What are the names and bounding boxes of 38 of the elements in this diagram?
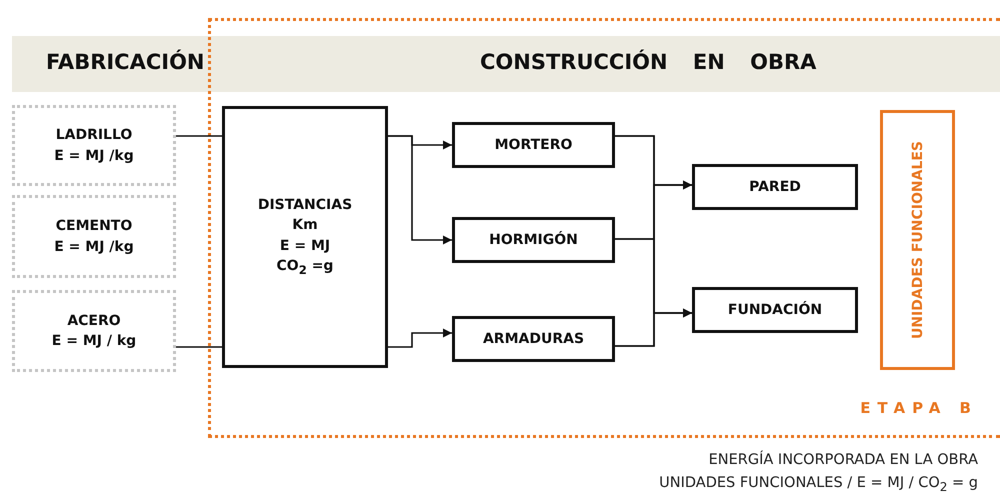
material-box — [12, 105, 176, 186]
functional-units-box — [880, 110, 955, 370]
box-title: FUNDACIÓN — [728, 300, 822, 320]
box-title: DISTANCIAS — [258, 196, 352, 216]
header-band — [12, 36, 1000, 92]
process-box — [452, 122, 615, 168]
arrow — [388, 135, 452, 244]
box-text: CO$_{2}$ =g — [276, 257, 334, 279]
process-box — [692, 164, 858, 210]
box-text: E = MJ /kg — [54, 146, 134, 166]
connector-line — [176, 135, 222, 137]
box-title: ACERO — [67, 312, 121, 331]
process-box — [222, 106, 388, 368]
box-text: E = MJ /kg — [54, 238, 134, 256]
vertical-label: UNIDADES FUNCIONALES — [910, 140, 926, 340]
box-title: LADRILLO — [56, 126, 132, 146]
box-title: ARMADURAS — [482, 330, 584, 349]
process-box — [452, 316, 615, 362]
section-heading: FABRICACIÓN — [46, 50, 204, 74]
box-text: E = MJ — [280, 236, 330, 256]
material-box — [12, 290, 176, 372]
process-box — [452, 217, 615, 263]
caption-text: ENERGÍA INCORPORADA EN LA OBRA — [708, 452, 978, 468]
arrow — [388, 328, 452, 348]
box-title: HORMIGÓN — [489, 230, 578, 250]
connector-line — [176, 346, 222, 348]
stage-region — [208, 18, 1000, 438]
box-text: Km — [292, 216, 318, 236]
box-title: MORTERO — [494, 136, 572, 155]
caption-text: UNIDADES FUNCIONALES / E = MJ / CO$_{2}$ = g — [659, 475, 978, 494]
box-text: E = MJ / kg — [52, 332, 136, 351]
process-box — [692, 287, 858, 333]
section-heading: CONSTRUCCIÓN EN OBRA — [480, 50, 816, 74]
stage-label: ETAPA B — [860, 399, 978, 417]
box-title: CEMENTO — [56, 217, 132, 236]
material-box — [12, 195, 176, 278]
box-title: PARED — [749, 178, 801, 197]
arrow — [615, 308, 692, 347]
